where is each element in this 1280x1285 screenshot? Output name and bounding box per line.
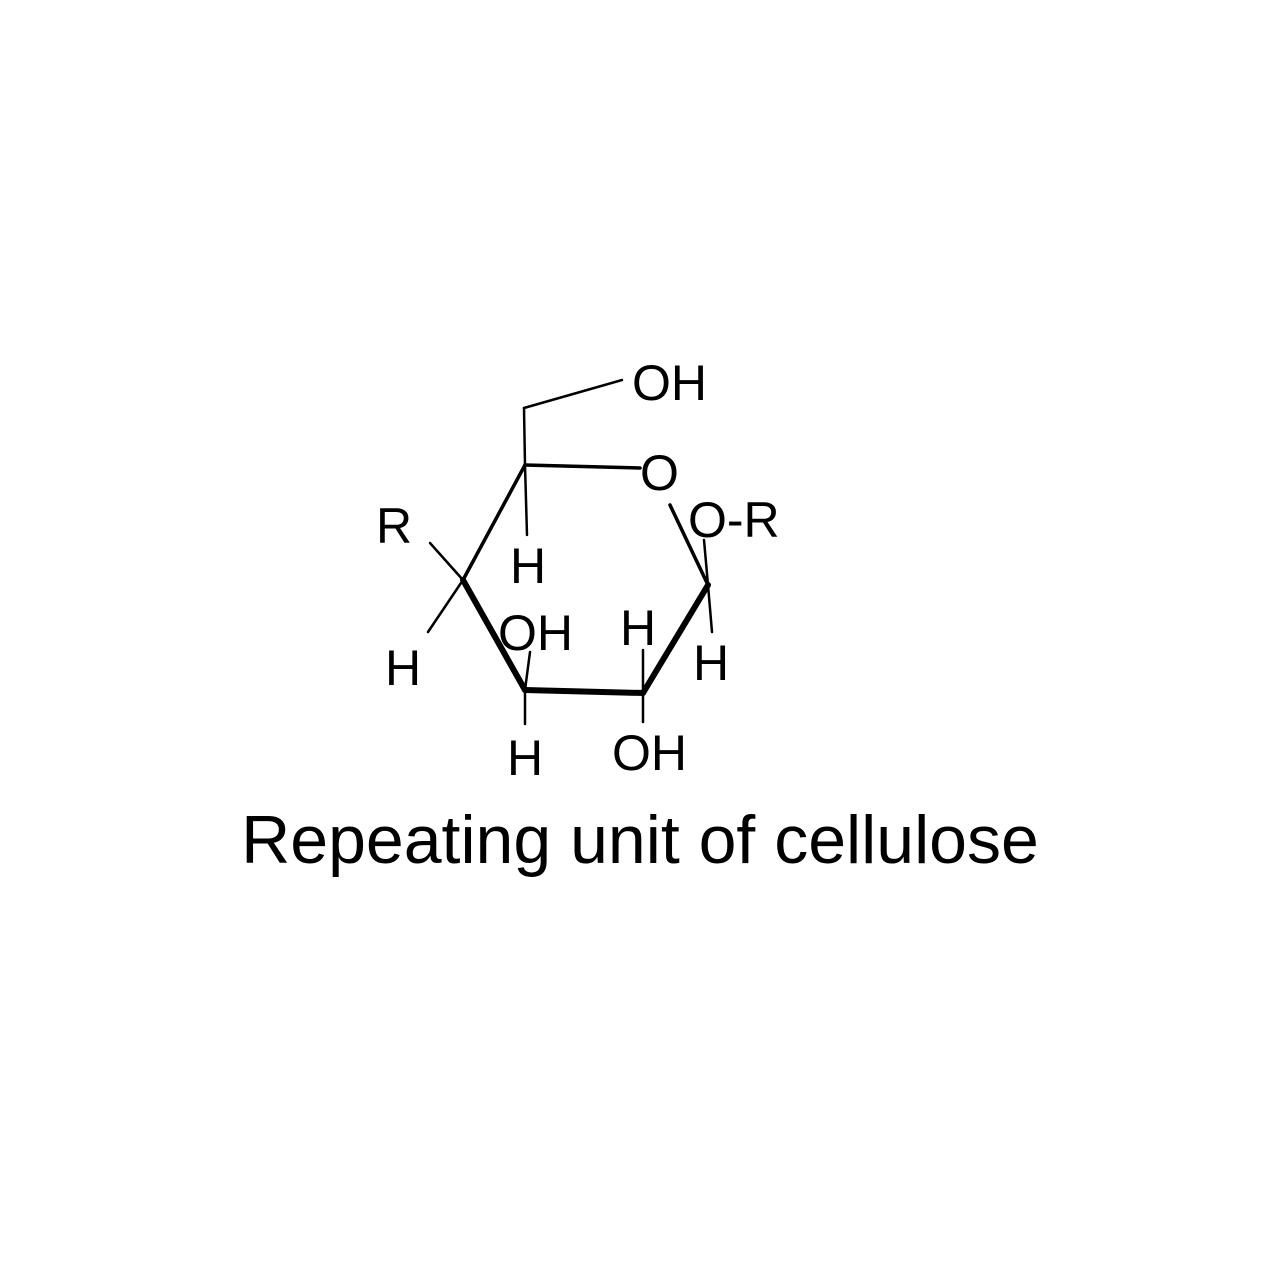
label-c4-h: H (385, 640, 421, 696)
label-c6-oh: OH (632, 355, 707, 411)
bond-c4-r (428, 541, 465, 582)
label-c2-h-top: H (620, 600, 656, 656)
bond-c5-c6 (522, 406, 527, 467)
bond-c3-oh (523, 650, 532, 692)
bond-c4-c5 (461, 463, 527, 582)
label-c3-h: H (507, 730, 543, 786)
bond-c1-c2 (640, 582, 711, 696)
label-c4-r: R (376, 498, 412, 554)
label-c1-h: H (693, 635, 729, 691)
bond-c4-h (426, 578, 465, 634)
label-c3-oh: OH (498, 605, 573, 661)
bond-c5-h (523, 463, 529, 537)
label-ring-oxygen: O (640, 445, 679, 501)
bond-c1-h (706, 583, 714, 634)
label-c5-h: H (510, 538, 546, 594)
diagram-caption: Repeating unit of cellulose (241, 802, 1039, 878)
bond-c6-oh (522, 378, 624, 410)
bond-c3-c4 (460, 577, 528, 693)
bond-c2-c3 (522, 687, 646, 696)
label-c1-or: O-R (688, 492, 780, 548)
bond-c5-o (523, 463, 642, 470)
bond-o-c1 (668, 503, 710, 587)
label-c2-oh: OH (612, 725, 687, 781)
bond-c1-or (702, 538, 710, 587)
